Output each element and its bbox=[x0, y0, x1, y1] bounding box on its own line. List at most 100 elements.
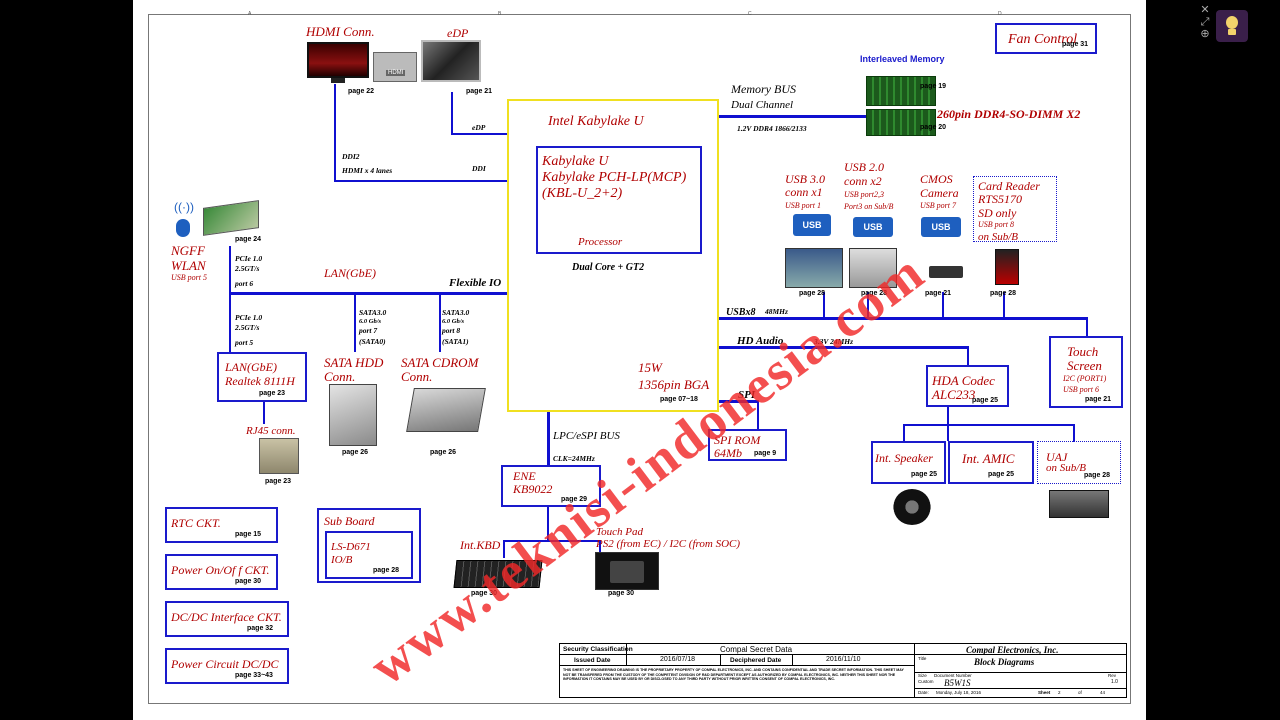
camera-image bbox=[929, 266, 963, 278]
card-page: page 28 bbox=[990, 290, 1017, 297]
amic-box: Int. AMIC page 25 bbox=[948, 441, 1034, 484]
ddi-label: DDI bbox=[472, 164, 486, 173]
lightbulb-icon[interactable] bbox=[1216, 10, 1248, 42]
usb2-drop bbox=[867, 292, 869, 318]
edp-line-h bbox=[451, 133, 508, 135]
sata-cdrom-line1: SATA CDROM bbox=[401, 355, 479, 370]
ngff-usb: USB port 5 bbox=[171, 273, 207, 282]
memory-page1: page 19 bbox=[920, 83, 947, 90]
sata-cdrom-line2: Conn. bbox=[401, 369, 433, 384]
tb-size-label: Size bbox=[918, 673, 927, 678]
touchpad-line2: PS2 (from EC) / I2C (from SOC) bbox=[596, 538, 741, 550]
sata-cdrom-bus2: 6.0 Gb/s bbox=[442, 318, 465, 325]
tb-divider-v bbox=[914, 644, 915, 697]
ngff-line1: NGFF bbox=[171, 243, 205, 258]
touch-page: page 21 bbox=[1085, 396, 1112, 403]
tb-date: Monday, July 18, 2016 bbox=[936, 690, 981, 695]
cpu-processor-label: Processor bbox=[578, 236, 623, 248]
hda-spec: 3.3V 24MHz bbox=[814, 337, 854, 346]
edp-line-v bbox=[451, 92, 453, 134]
sata-cdrom-page: page 26 bbox=[430, 449, 457, 456]
lan-page: page 23 bbox=[259, 390, 286, 397]
pcircuit-title: Power Circuit DC/DC bbox=[171, 657, 279, 671]
usb2-sub2: Port3 on Sub/B bbox=[844, 202, 894, 211]
dimm-image-1 bbox=[866, 76, 936, 106]
fan-control-box: Fan Control page 31 bbox=[995, 23, 1097, 54]
ngff-port: port 6 bbox=[235, 279, 254, 288]
tb-r-row2 bbox=[915, 672, 1127, 673]
tb-rev: 1.0 bbox=[1111, 679, 1118, 685]
ene-line2: KB9022 bbox=[513, 482, 553, 496]
zoom-icon[interactable]: ⊕ bbox=[1200, 28, 1210, 40]
cmos-logo-text: USB bbox=[931, 222, 951, 232]
lpc-clk: CLK=24MHz bbox=[553, 454, 595, 463]
memory-spec: 1.2V DDR4 1866/2133 bbox=[737, 124, 807, 133]
usb2-logo-text: USB bbox=[863, 222, 883, 232]
sata-hdd-page: page 26 bbox=[342, 449, 369, 456]
tb-sec-label: Security Classification bbox=[563, 646, 633, 653]
close-icon[interactable]: ✕ bbox=[1200, 4, 1210, 16]
fullscreen-icon[interactable]: ⤢ bbox=[1200, 16, 1210, 28]
bulb-glass bbox=[1226, 16, 1238, 29]
sata-cdrom-bus3: port 8 bbox=[442, 326, 461, 335]
ngff-rate: 2.5GT/s bbox=[235, 264, 260, 273]
fan-control-title: Fan Control bbox=[1008, 32, 1078, 47]
rj45-image bbox=[259, 438, 299, 474]
speaker-box: Int. Speaker page 25 bbox=[871, 441, 946, 484]
lan-port: port 5 bbox=[235, 338, 254, 347]
usb2-port-image bbox=[849, 248, 897, 288]
tb-deciphered: 2016/11/10 bbox=[826, 656, 861, 663]
tb-issued: 2016/07/18 bbox=[660, 656, 696, 663]
rj45-title: RJ45 conn. bbox=[246, 425, 296, 437]
card-line1: Card Reader bbox=[978, 179, 1040, 193]
cpu-flexible-io: Flexible IO bbox=[449, 277, 502, 289]
hdmi-title: HDMI Conn. bbox=[306, 24, 375, 39]
tb-col-mid bbox=[720, 655, 721, 665]
tb-notice: THIS SHEET OF ENGINEERING DRAWING IS THE… bbox=[563, 668, 904, 682]
tb-r-row3 bbox=[915, 688, 1127, 689]
touch-line2: Screen bbox=[1067, 358, 1102, 373]
tb-sheet: 2 bbox=[1058, 690, 1061, 695]
rtc-title: RTC CKT. bbox=[171, 516, 221, 530]
tb-title: Block Diagrams bbox=[974, 657, 1035, 667]
usb3-page: page 28 bbox=[799, 290, 826, 297]
flexible-io-bus bbox=[229, 292, 507, 295]
ene-down bbox=[547, 507, 549, 541]
card-line2: RTS5170 bbox=[978, 192, 1023, 206]
subboard-line2: IO/B bbox=[331, 554, 353, 566]
cpu-core: Dual Core + GT2 bbox=[572, 262, 645, 273]
touchpad-image bbox=[595, 552, 659, 590]
cmos-usb-logo: USB bbox=[921, 217, 961, 237]
bulb-base bbox=[1228, 29, 1236, 35]
usb3-line1: USB 3.0 bbox=[785, 172, 825, 186]
fan-control-page: page 31 bbox=[1062, 41, 1089, 48]
sata-cdrom-line bbox=[439, 294, 441, 352]
uaj-line1: UAJ bbox=[1046, 450, 1068, 464]
uaj-line2: on Sub/B bbox=[1046, 462, 1087, 474]
amic-title: Int. AMIC bbox=[962, 451, 1015, 466]
codec-line1: HDA Codec bbox=[932, 373, 995, 388]
ruler-a: A bbox=[248, 11, 252, 17]
tb-deciphered-label: Deciphered Date bbox=[730, 657, 782, 664]
hdmi-connector-label: HDMI bbox=[386, 70, 406, 76]
tb-rev-label: Rev bbox=[1108, 673, 1117, 678]
hdmi-connector-image: HDMI bbox=[373, 52, 417, 82]
hda-drop bbox=[967, 346, 969, 366]
kbd-title: Int.KBD bbox=[460, 538, 501, 552]
tb-col-dec bbox=[792, 655, 793, 665]
usb2-logo: USB bbox=[853, 217, 893, 237]
ruler-c: C bbox=[748, 11, 752, 17]
hdmi-bus1: DDI2 bbox=[342, 152, 360, 161]
speaker-page: page 25 bbox=[911, 471, 938, 478]
tb-date-label: Date: bbox=[918, 690, 929, 695]
hda-codec-box: HDA Codec ALC233 page 25 bbox=[926, 365, 1009, 407]
touch-sub1: I2C (PORT1) bbox=[1063, 374, 1107, 383]
lan-box: LAN(GbE) Realtek 8111H page 23 bbox=[217, 352, 307, 402]
lan-rate: 2.5GT/s bbox=[235, 323, 260, 332]
usb2-line2: conn x2 bbox=[844, 174, 882, 188]
dimm-image-2 bbox=[866, 109, 936, 136]
dcdc-page: page 32 bbox=[247, 625, 274, 632]
touch-line1: Touch bbox=[1067, 344, 1099, 359]
sata-hdd-bus1: SATA3.0 bbox=[359, 308, 387, 317]
spi-drop bbox=[757, 400, 759, 430]
